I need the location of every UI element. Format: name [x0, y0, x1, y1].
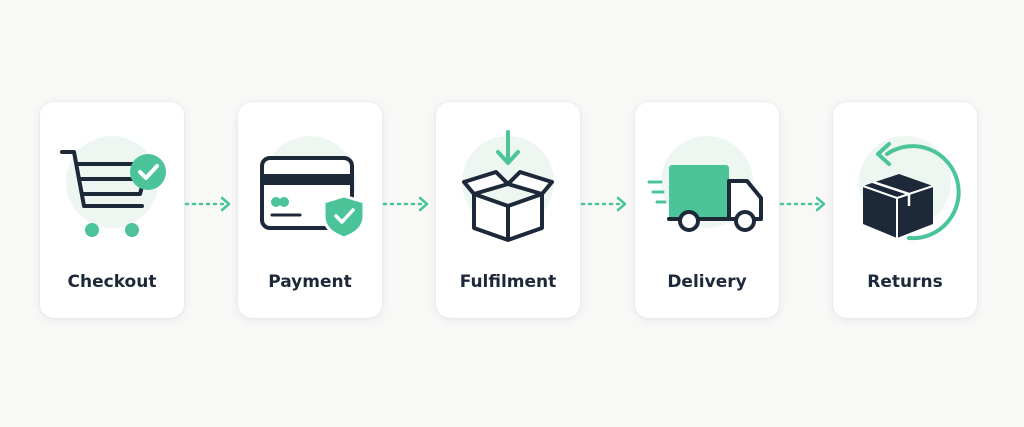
- step-card-checkout: Checkout: [40, 102, 184, 318]
- step-label: Delivery: [667, 272, 747, 292]
- dotted-arrow-connector: [779, 196, 827, 212]
- step-card-returns: Returns: [833, 102, 977, 318]
- step-label: Returns: [867, 272, 943, 292]
- step-card-fulfilment: Fulfilment: [436, 102, 580, 318]
- step-card-payment: Payment: [238, 102, 382, 318]
- dotted-arrow-connector: [382, 196, 430, 212]
- credit-card-shield-icon: [260, 136, 366, 240]
- shopping-cart-check-icon: [60, 136, 166, 237]
- delivery-truck-icon: [647, 136, 763, 232]
- dotted-arrow-connector: [184, 196, 232, 212]
- dotted-arrow-connector: [580, 196, 628, 212]
- box-return-arrow-icon: [859, 136, 961, 241]
- step-label: Payment: [268, 272, 352, 292]
- open-box-arrow-icon: [462, 130, 554, 242]
- step-label: Fulfilment: [459, 272, 557, 292]
- step-card-delivery: Delivery: [635, 102, 779, 318]
- step-label: Checkout: [67, 272, 157, 292]
